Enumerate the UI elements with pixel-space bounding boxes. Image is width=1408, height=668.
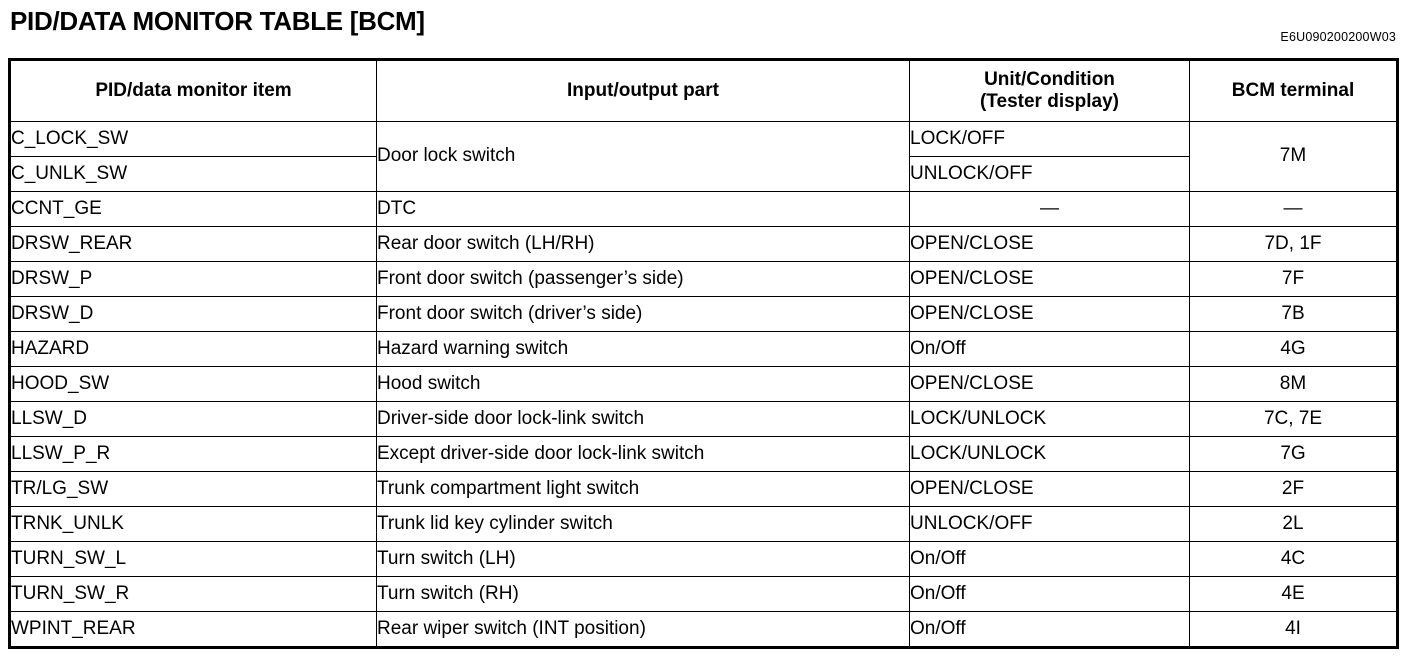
cell-pid-item: TRNK_UNLK [9, 506, 377, 542]
cell-bcm-terminal: — [1189, 191, 1398, 227]
cell-unit-condition: LOCK/UNLOCK [909, 401, 1190, 437]
pid-data-monitor-table: PID/data monitor item Input/output part … [8, 58, 1399, 649]
cell-bcm-terminal: 7M [1189, 121, 1398, 192]
cell-bcm-terminal: 2L [1189, 506, 1398, 542]
cell-pid-item: TURN_SW_R [9, 576, 377, 612]
table-header: PID/data monitor item Input/output part … [9, 59, 1398, 122]
cell-bcm-terminal: 4I [1189, 611, 1398, 648]
cell-unit-condition: LOCK/OFF [909, 121, 1190, 157]
cell-unit-condition: On/Off [909, 611, 1190, 648]
cell-input-output-part: Hood switch [376, 366, 910, 402]
cell-bcm-terminal: 4E [1189, 576, 1398, 612]
cell-pid-item: DRSW_D [9, 296, 377, 332]
cell-unit-condition: On/Off [909, 331, 1190, 367]
cell-pid-item: C_UNLK_SW [9, 156, 377, 192]
cell-unit-condition: OPEN/CLOSE [909, 261, 1190, 297]
column-header-unit-condition-line1: Unit/Condition [984, 68, 1115, 90]
cell-input-output-part: Rear door switch (LH/RH) [376, 226, 910, 262]
cell-input-output-part: Except driver-side door lock-link switch [376, 436, 910, 472]
column-header-bcm-terminal: BCM terminal [1189, 59, 1398, 122]
cell-pid-item: WPINT_REAR [9, 611, 377, 648]
cell-pid-item: C_LOCK_SW [9, 121, 377, 157]
cell-bcm-terminal: 7F [1189, 261, 1398, 297]
cell-unit-condition: On/Off [909, 576, 1190, 612]
cell-bcm-terminal: 4C [1189, 541, 1398, 577]
pid-data-monitor-table-container: PID/data monitor item Input/output part … [8, 58, 1399, 649]
cell-unit-condition: OPEN/CLOSE [909, 366, 1190, 402]
cell-pid-item: CCNT_GE [9, 191, 377, 227]
cell-input-output-part: Trunk compartment light switch [376, 471, 910, 507]
cell-bcm-terminal: 2F [1189, 471, 1398, 507]
cell-input-output-part: Rear wiper switch (INT position) [376, 611, 910, 648]
cell-bcm-terminal: 4G [1189, 331, 1398, 367]
cell-unit-condition: On/Off [909, 541, 1190, 577]
cell-unit-condition: UNLOCK/OFF [909, 506, 1190, 542]
cell-unit-condition: UNLOCK/OFF [909, 156, 1190, 192]
cell-input-output-part: Trunk lid key cylinder switch [376, 506, 910, 542]
cell-unit-condition: — [909, 191, 1190, 227]
cell-input-output-part: Front door switch (passenger’s side) [376, 261, 910, 297]
cell-bcm-terminal: 7C, 7E [1189, 401, 1398, 437]
cell-unit-condition: OPEN/CLOSE [909, 471, 1190, 507]
cell-bcm-terminal: 7B [1189, 296, 1398, 332]
column-header-unit-condition-line2: (Tester display) [979, 91, 1120, 112]
cell-pid-item: TURN_SW_L [9, 541, 377, 577]
cell-unit-condition: LOCK/UNLOCK [909, 436, 1190, 472]
page-title: PID/DATA MONITOR TABLE [BCM] [10, 6, 425, 36]
cell-bcm-terminal: 8M [1189, 366, 1398, 402]
cell-bcm-terminal: 7D, 1F [1189, 226, 1398, 262]
cell-input-output-part: Turn switch (LH) [376, 541, 910, 577]
cell-bcm-terminal: 7G [1189, 436, 1398, 472]
cell-unit-condition: OPEN/CLOSE [909, 226, 1190, 262]
cell-pid-item: HOOD_SW [9, 366, 377, 402]
cell-pid-item: DRSW_REAR [9, 226, 377, 262]
cell-pid-item: DRSW_P [9, 261, 377, 297]
cell-input-output-part: Hazard warning switch [376, 331, 910, 367]
cell-pid-item: LLSW_P_R [9, 436, 377, 472]
cell-unit-condition: OPEN/CLOSE [909, 296, 1190, 332]
cell-input-output-part: Turn switch (RH) [376, 576, 910, 612]
cell-pid-item: HAZARD [9, 331, 377, 367]
table-row: C_UNLK_SW UNLOCK/OFF [9, 156, 1398, 192]
document-reference-code: E6U090200200W03 [1280, 30, 1396, 44]
cell-input-output-part: Driver-side door lock-link switch [376, 401, 910, 437]
column-header-unit-condition: Unit/Condition (Tester display) [909, 59, 1190, 122]
table-header-row: PID/data monitor item Input/output part … [9, 59, 1398, 122]
column-header-input-output-part: Input/output part [376, 59, 910, 122]
cell-input-output-part: Front door switch (driver’s side) [376, 296, 910, 332]
cell-pid-item: LLSW_D [9, 401, 377, 437]
cell-input-output-part: DTC [376, 191, 910, 227]
cell-pid-item: TR/LG_SW [9, 471, 377, 507]
cell-input-output-part: Door lock switch [376, 121, 910, 192]
column-header-pid-item: PID/data monitor item [9, 59, 377, 122]
